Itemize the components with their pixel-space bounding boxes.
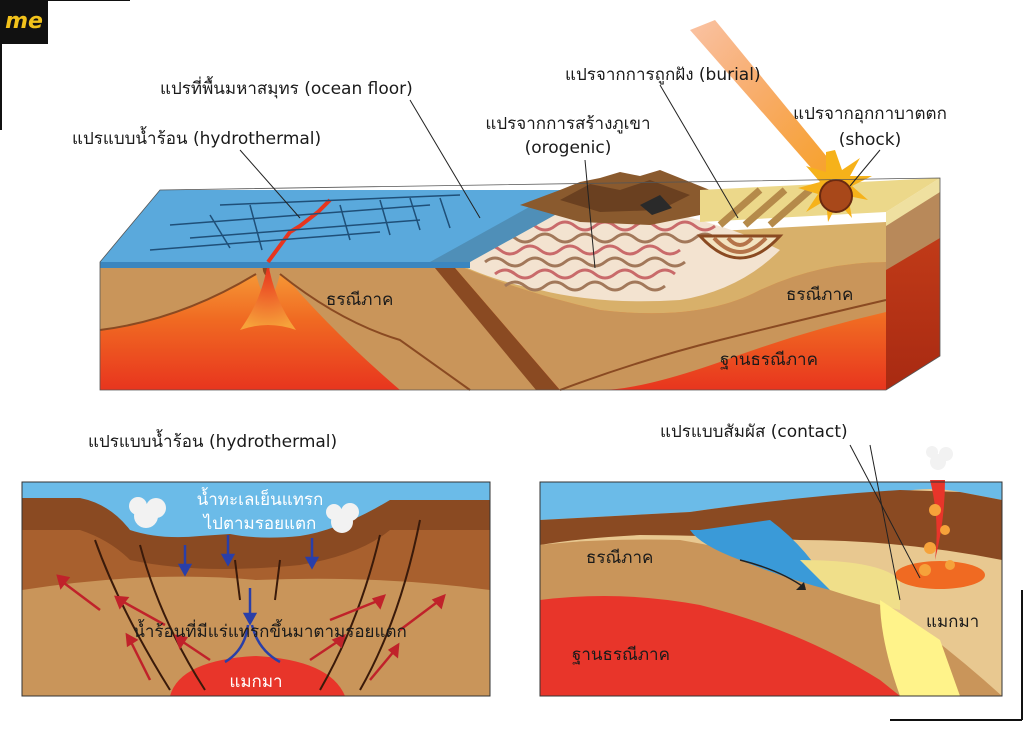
cold-water-arrows [177, 535, 320, 664]
label-crust-right: ธรณีภาค [786, 285, 854, 305]
label-shock-thai: แปรจากอุกกาบาตตก [793, 104, 947, 124]
label-hydrothermal-top: แปรแบบน้ำร้อน (hydrothermal) [72, 129, 322, 149]
magma-chamber-left [170, 656, 345, 696]
fault-lines [94, 519, 421, 691]
orogenic-folds [479, 220, 716, 292]
contact-aureole-blue [690, 520, 830, 590]
meteor-trail [690, 20, 850, 195]
contact-aureole [800, 560, 900, 610]
volcano-conduit [930, 480, 945, 560]
crust-left-body [100, 262, 540, 390]
ocean-front-edge [100, 262, 470, 268]
label-magma-left: แมกมา [229, 672, 283, 692]
label-orogenic-thai: แปรจากการสร้างภูเขา [485, 114, 651, 134]
label-hotwater: น้ำร้อนที่มีแร่แทรกขึ้นมาตามรอยแตก [133, 622, 407, 642]
leader-lines-top [239, 84, 881, 269]
contact-mantle [540, 596, 900, 696]
burial-stripes [717, 187, 813, 228]
subducting-slab [430, 262, 560, 390]
label-crust-left: ธรณีภาค [326, 290, 394, 310]
block-side-top [886, 178, 940, 226]
label-burial: แปรจากการถูกฝัง (burial) [565, 65, 761, 85]
label-seawater-1: น้ำทะเลเย็นแทรก [196, 490, 324, 510]
leader-lines-contact [849, 444, 921, 601]
label-magma-right: แมกมา [926, 612, 980, 632]
label-mantle-contact: ฐานธรณีภาค [572, 645, 670, 665]
label-orogenic-en: (orogenic) [524, 138, 612, 158]
label-crust-contact: ธรณีภาค [586, 548, 654, 568]
label-seawater-2: ไปตามรอยแตก [203, 514, 317, 534]
impact-burst [798, 150, 872, 222]
brand-logo: me [0, 0, 48, 44]
magma-plume [240, 262, 296, 330]
flow-arrow [739, 559, 806, 589]
ocean-fractures [149, 194, 461, 251]
label-shock-en: (shock) [838, 130, 902, 150]
label-ocean-floor: แปรที่พื้นมหาสมุทร (ocean floor) [160, 79, 413, 99]
volcano-steam [926, 446, 953, 470]
label-contact: แปรแบบสัมผัส (contact) [660, 422, 848, 442]
crust-right-body [450, 262, 886, 390]
magma-chamber-right [895, 561, 985, 589]
steam-plumes [129, 497, 359, 533]
top-block [99, 20, 941, 391]
hydrothermal-panel [21, 481, 491, 697]
magma-droplets [919, 504, 955, 576]
block-side-crust [886, 186, 940, 270]
contact-hot-zone [880, 600, 960, 696]
label-hydrothermal-bottom: แปรแบบน้ำร้อน (hydrothermal) [88, 432, 338, 452]
hot-water-arrows [56, 574, 446, 681]
contact-panel [539, 446, 1003, 697]
label-mantle-top: ฐานธรณีภาค [720, 350, 818, 370]
ridge-crack [266, 198, 332, 264]
